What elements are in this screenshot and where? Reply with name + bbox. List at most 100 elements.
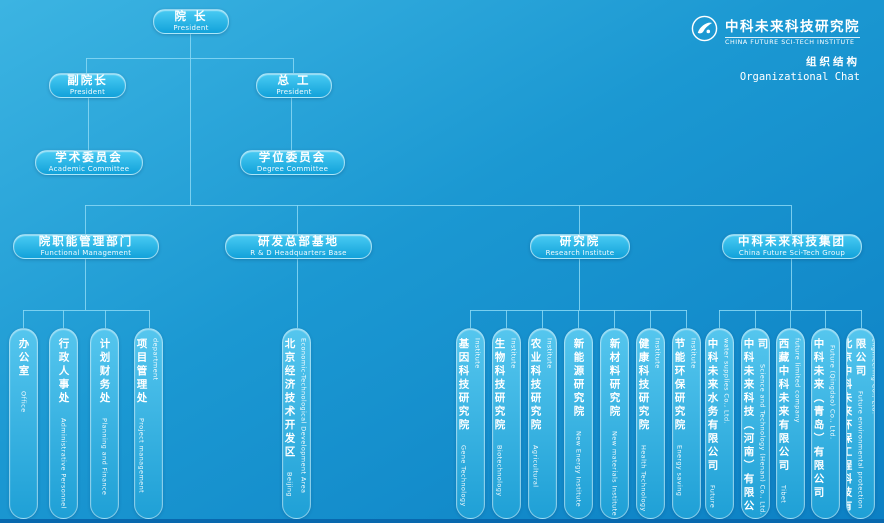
node-label-zh: 院职能管理部门 [38, 234, 134, 249]
capsule-label-zh: 中科未来水务有限公司 [706, 338, 719, 473]
capsule-label-en: Beijing Economic-Technological Developme… [285, 338, 308, 497]
connector-line [470, 310, 471, 329]
node-label-en: Functional Management [40, 248, 132, 257]
node-label-en: President [173, 23, 209, 32]
capsule-biotech: 生物科技研究院 Biotechnology Institute [492, 328, 521, 519]
capsule-label-zh: 中科未来科技（河南）有限公司 [742, 338, 769, 514]
page-title: 组织结构 Organizational Chat [740, 54, 860, 83]
connector-line [719, 310, 720, 329]
capsule-label-zh: 新能源研究院 [572, 338, 585, 419]
node-label-en: President [276, 87, 312, 96]
node-label-zh: 研究院 [559, 234, 601, 249]
page-title-en: Organizational Chat [739, 71, 860, 83]
capsule-text: 中科未来科技（河南）有限公司 Science and Technology (H… [742, 338, 769, 518]
connector-line [755, 310, 756, 329]
capsule-label-en: Biotechnology Institute [495, 338, 518, 497]
capsule-label-zh: 项目管理处 [135, 338, 148, 406]
connector-line [105, 310, 106, 329]
capsule-label-en: Planning and Finance [100, 417, 109, 495]
connector-line [686, 310, 687, 329]
node-label-zh: 院 长 [174, 9, 208, 24]
capsule-energy-saving: 节能环保研究院 Energy saving Institute [672, 328, 701, 519]
capsule-office: 办公室 Office [9, 328, 38, 519]
capsule-label-en: New materials Institute [610, 431, 619, 517]
connector-line [791, 258, 792, 310]
connector-line [579, 205, 580, 234]
capsule-text: 行政人事处 Administrative Personnel [57, 338, 71, 518]
connector-line [23, 310, 24, 329]
capsule-qingdao-co: 中科未来（青岛）有限公司 Future (Qingdao) Co., Ltd. [811, 328, 840, 519]
node-president: 院 长 President [153, 9, 229, 34]
capsule-label-zh: 计划财务处 [98, 338, 111, 406]
connector-line [790, 310, 791, 329]
node-label-zh: 总 工 [277, 73, 311, 88]
connector-line [86, 58, 293, 59]
capsule-label-en: Gene Technology Institute [459, 338, 482, 507]
logo-name-en: CHINA FUTURE SCI-TECH INSTITUTE [725, 36, 860, 46]
capsule-beijing-etda: 北京经济技术开发区 Beijing Economic-Technological… [282, 328, 311, 519]
connector-line [86, 58, 87, 73]
connector-line [542, 310, 543, 329]
capsule-henan-co: 中科未来科技（河南）有限公司 Science and Technology (H… [741, 328, 770, 519]
capsule-text: 新材料研究院 New materials Institute [608, 338, 622, 518]
connector-line [293, 58, 294, 73]
node-label-en: R & D Headquarters Base [250, 248, 347, 257]
node-label-en: Research Institute [545, 248, 615, 257]
capsule-admin-personnel: 行政人事处 Administrative Personnel [49, 328, 78, 519]
capsule-label-zh: 健康科技研究院 [637, 338, 650, 433]
capsule-text: 健康科技研究院 Health Technology Institute [637, 338, 664, 518]
node-vice-president: 副院长 President [49, 73, 126, 98]
node-degree-committee: 学位委员会 Degree Committee [240, 150, 345, 175]
bottom-edge [0, 519, 884, 523]
capsule-water-co: 中科未来水务有限公司 Future water supplies Co., Lt… [705, 328, 734, 519]
capsule-label-zh: 生物科技研究院 [493, 338, 506, 433]
connector-line [149, 310, 150, 329]
capsule-label-en: Tibet future limited company [779, 338, 802, 504]
connector-line [63, 310, 64, 329]
capsule-label-zh: 中科未来（青岛）有限公司 [812, 338, 825, 500]
node-label-en: Degree Committee [256, 164, 329, 173]
capsule-label-zh: 行政人事处 [57, 338, 70, 406]
capsule-label-en: New Energy Institute [574, 431, 583, 508]
connector-line [88, 96, 89, 150]
logo: 中科未来科技研究院 CHINA FUTURE SCI-TECH INSTITUT… [691, 15, 860, 46]
node-label-en: China Future Sci-Tech Group [738, 248, 846, 257]
connector-line [650, 310, 651, 329]
capsule-label-zh: 新材料研究院 [608, 338, 621, 419]
node-label-en: Academic Committee [48, 164, 130, 173]
capsule-label-en: Project management department [137, 338, 160, 493]
capsule-label-en: Health Technology Institute [639, 338, 662, 512]
capsule-text: 办公室 Office [17, 338, 31, 518]
node-scitech-group: 中科未来科技集团 China Future Sci-Tech Group [722, 234, 862, 259]
connector-line [506, 310, 507, 329]
capsule-label-zh: 北京中科未来环保工程科技有限公司 [846, 338, 867, 514]
capsule-label-en: Future (Qingdao) Co., Ltd. [828, 345, 837, 440]
connector-line [825, 310, 826, 329]
connector-line [579, 258, 580, 310]
capsule-text: 节能环保研究院 Energy saving Institute [673, 338, 700, 518]
node-rd-headquarters: 研发总部基地 R & D Headquarters Base [225, 234, 372, 259]
capsule-text: 计划财务处 Planning and Finance [98, 338, 112, 518]
capsule-gene-tech: 基因科技研究院 Gene Technology Institute [456, 328, 485, 519]
capsule-label-zh: 办公室 [17, 338, 30, 379]
logo-swoosh-icon [691, 15, 718, 46]
logo-name-zh: 中科未来科技研究院 [725, 19, 860, 35]
capsule-label-en: Science and Technology (Henan) Co., Ltd. [758, 363, 767, 515]
capsule-tibet-co: 西藏中科未来有限公司 Tibet future limited company [776, 328, 805, 519]
capsule-text: 北京中科未来环保工程科技有限公司 Future environmental pr… [846, 338, 874, 518]
node-academic-committee: 学术委员会 Academic Committee [35, 150, 143, 175]
capsule-text: 中科未来（青岛）有限公司 Future (Qingdao) Co., Ltd. [812, 338, 839, 518]
capsule-label-en: Future water supplies Co., Ltd. [708, 338, 731, 509]
capsule-label-en: Administrative Personnel [59, 417, 68, 509]
capsule-project-management: 项目管理处 Project management department [134, 328, 163, 519]
node-research-institute: 研究院 Research Institute [530, 234, 630, 259]
node-chief-engineer: 总 工 President [256, 73, 332, 98]
capsule-text: 项目管理处 Project management department [135, 338, 162, 518]
capsule-label-zh: 节能环保研究院 [673, 338, 686, 433]
node-functional-management: 院职能管理部门 Functional Management [13, 234, 159, 259]
connector-line [297, 205, 298, 234]
capsule-text: 西藏中科未来有限公司 Tibet future limited company [777, 338, 804, 518]
connector-line [861, 310, 862, 329]
logo-text: 中科未来科技研究院 CHINA FUTURE SCI-TECH INSTITUT… [725, 15, 860, 46]
